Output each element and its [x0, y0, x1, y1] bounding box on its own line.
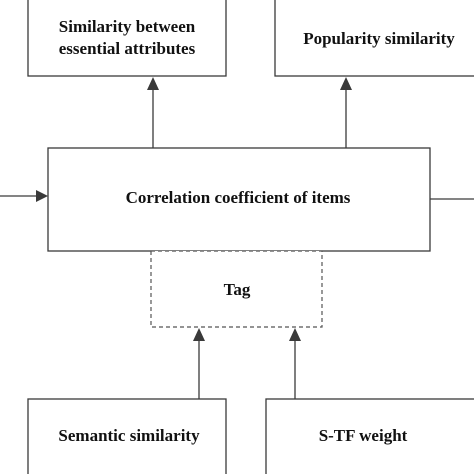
edge-incoming-left-arrowhead [36, 190, 48, 202]
node-similarity-essential-attributes-box [27, 0, 227, 77]
node-stf-weight-box [265, 398, 474, 474]
edge-correlation-to-popularity [340, 77, 352, 148]
node-stf-weight-label: S-TF weight [319, 426, 408, 445]
node-tag: Tag [150, 250, 323, 328]
node-popularity-similarity-box [274, 0, 474, 77]
edge-incoming-left [0, 190, 48, 202]
node-similarity-essential-attributes: Similarity between essential attributes [27, 0, 227, 77]
node-semantic-similarity: Semantic similarity [27, 398, 227, 474]
node-semantic-similarity-box [27, 398, 227, 474]
edge-correlation-to-similarity-essential-arrowhead [147, 77, 159, 90]
node-correlation-coefficient: Correlation coefficient of items [47, 147, 431, 252]
node-stf-weight: S-TF weight [265, 398, 474, 474]
node-similarity-essential-attributes-line1: Similarity between [59, 17, 196, 36]
edge-stf-to-tag [289, 328, 301, 399]
edge-semantic-to-tag-arrowhead [193, 328, 205, 341]
node-popularity-similarity-label: Popularity similarity [303, 29, 455, 48]
edge-correlation-to-popularity-arrowhead [340, 77, 352, 90]
edge-correlation-to-similarity-essential [147, 77, 159, 148]
node-tag-box [150, 250, 323, 328]
node-semantic-similarity-label: Semantic similarity [58, 426, 200, 445]
node-similarity-essential-attributes-line2: essential attributes [59, 39, 196, 58]
node-correlation-coefficient-label: Correlation coefficient of items [126, 188, 351, 207]
edge-semantic-to-tag [193, 328, 205, 399]
node-popularity-similarity: Popularity similarity [274, 0, 474, 77]
edge-stf-to-tag-arrowhead [289, 328, 301, 341]
node-tag-label: Tag [224, 280, 251, 299]
